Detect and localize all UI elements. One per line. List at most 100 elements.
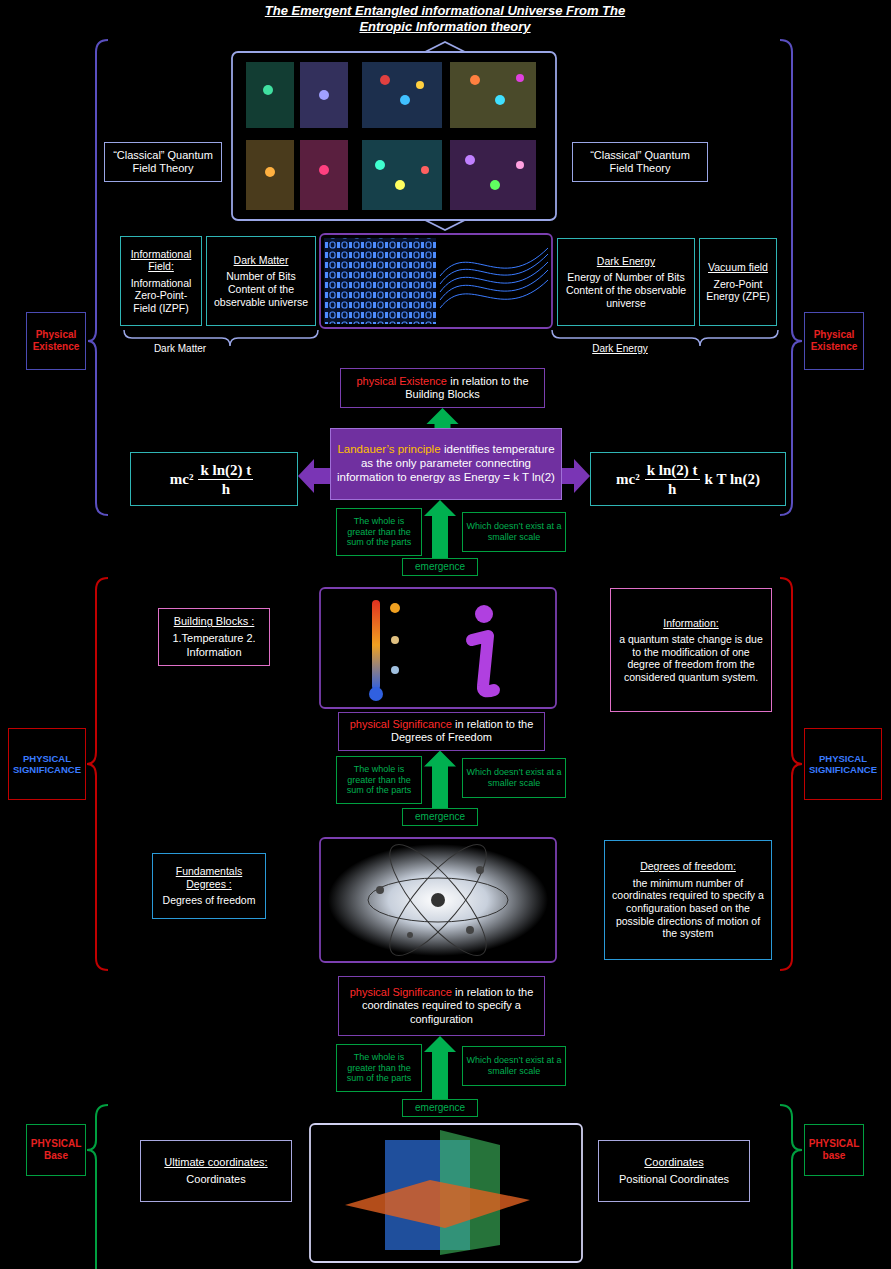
field-tiles [421, 166, 429, 174]
section-bracket [87, 1105, 802, 1269]
node-text: Coordinates [145, 1173, 287, 1186]
section-bracket [87, 578, 108, 970]
atom-illustration [376, 832, 500, 968]
section-label: PHYSICAL SIGNIFICANCE [8, 728, 86, 800]
node-content: “Classical” Quantum Field Theory [577, 149, 703, 175]
note-box: The whole is greater than the sum of the… [336, 508, 422, 556]
degrees-box: Fundamentals Degrees : Degrees of freedom [152, 853, 266, 919]
field-tiles [300, 140, 348, 210]
node-text: mc² [170, 470, 194, 488]
field-tiles [516, 74, 524, 82]
node-text: PHYSICAL SIGNIFICANCE [808, 753, 878, 776]
section-bracket [780, 40, 802, 515]
block-arrow [424, 500, 456, 558]
section-bracket [88, 40, 108, 515]
formula-box: mc²k ln(2) thk T ln(2) [590, 452, 786, 506]
node-text: mc² [616, 470, 640, 488]
image-frame [425, 220, 465, 230]
section-bracket [87, 1105, 108, 1269]
diagram-title: The Emergent Entangled informational Uni… [262, 3, 628, 36]
node-content: The whole is greater than the sum of the… [340, 764, 418, 796]
field-box: Informational Field: Informational Zero-P… [120, 236, 202, 326]
node-text: Physical Existence [808, 329, 860, 353]
image-frame [425, 42, 465, 52]
node-text: Energy of Number of Bits Content of the … [561, 271, 691, 309]
note-box: Which doesn’t exist at a smaller scale [462, 758, 566, 798]
section-label: PHYSICAL Base [26, 1124, 86, 1176]
group-brace [124, 330, 318, 346]
binary-illustration [324, 238, 436, 324]
block-arrow [424, 751, 456, 809]
emergence-box: emergence [402, 558, 478, 576]
node-text: PHYSICAL SIGNIFICANCE [12, 753, 82, 776]
matter-box: Dark MatterNumber of Bits Content of the… [206, 236, 316, 326]
group-brace [552, 330, 778, 346]
node-content: Ultimate coordinates:Coordinates [145, 1156, 287, 1186]
node-text: Informational Field: [124, 248, 198, 273]
node-content: emergence [404, 1102, 476, 1114]
node-text: a quantum state change is due to the mod… [616, 633, 766, 683]
theory-box: “Classical” Quantum Field Theory [572, 142, 708, 182]
node-text: Vacuum field [703, 261, 773, 274]
paragraph: physical Significancein relation to the … [343, 718, 540, 744]
node-text: The whole is greater than the sum of the… [340, 764, 418, 796]
note-box: Which doesn’t exist at a smaller scale [462, 1046, 566, 1086]
section-label: Physical Existence [26, 312, 86, 370]
node-text: Degrees of freedom [157, 894, 261, 907]
field-tiles [450, 140, 536, 210]
field-tiles [465, 155, 475, 165]
node-content: emergence [404, 561, 476, 573]
node-text: emergence [404, 1102, 476, 1114]
field-tiles [380, 75, 390, 85]
node-text: emergence [404, 811, 476, 823]
paragraph: Landauer’s principleidentifies temperatu… [336, 443, 556, 484]
node-text: k T ln(2) [705, 470, 760, 488]
coordinates-box: CoordinatesPositional Coordinates [598, 1140, 750, 1202]
node-content: physical Significancein relation to the … [343, 718, 540, 744]
node-text: k ln(2) t [198, 461, 253, 480]
field-tiles [490, 180, 500, 190]
node-content: Vacuum fieldZero-Point Energy (ZPE) [703, 261, 773, 303]
node-content: CoordinatesPositional Coordinates [603, 1156, 745, 1186]
field-tiles [246, 140, 294, 210]
node-content: Physical Existence [30, 329, 82, 353]
node-text: Which doesn’t exist at a smaller scale [466, 521, 562, 543]
section-label: PHYSICAL SIGNIFICANCE [804, 728, 882, 800]
thermometer-icon [390, 603, 400, 613]
block-arrow [427, 408, 459, 428]
node-content: Informational Field: Informational Zero-P… [124, 248, 198, 315]
node-text: h [222, 480, 230, 498]
paragraph: physical Significancein relation to the … [343, 986, 540, 1026]
section-label: PHYSICAL base [804, 1124, 864, 1176]
definition-box: Degrees of freedom:the minimum number of… [604, 840, 772, 960]
node-content: physical Significancein relation to the … [343, 986, 540, 1026]
node-content: Which doesn’t exist at a smaller scale [466, 767, 562, 789]
node-text: h [668, 480, 676, 498]
node-content: Fundamentals Degrees : Degrees of freedom [157, 865, 261, 907]
node-text: Zero-Point Energy (ZPE) [703, 278, 773, 303]
wave-illustration [440, 248, 548, 276]
brace-label: Dark Matter [140, 343, 220, 354]
node-text: PHYSICAL base [808, 1138, 860, 1162]
node-content: physical Existencein relation to the Bui… [345, 375, 540, 401]
field-tiles [495, 95, 505, 105]
node-text: Building Blocks : [163, 615, 265, 628]
image-frame [320, 588, 556, 708]
node-text: Informational Zero-Point-Field (IZPF) [124, 277, 198, 315]
field-tiles [450, 62, 536, 128]
node-text: Degrees of freedom: [609, 860, 767, 873]
image-frame [320, 234, 556, 962]
formula: mc²k ln(2) th [135, 461, 293, 498]
image-frame [320, 838, 556, 962]
brace-label: Dark Energy [580, 343, 660, 354]
section-label: Physical Existence [804, 312, 864, 370]
node-text: physical Significance [350, 718, 452, 730]
wave-illustration [440, 280, 548, 308]
node-content: Dark MatterNumber of Bits Content of the… [210, 254, 312, 308]
image-frame [320, 234, 552, 328]
energy-box: Dark EnergyEnergy of Number of Bits Cont… [557, 238, 695, 326]
field-tiles [416, 81, 424, 89]
section-bracket [87, 578, 802, 970]
definition-box: Information:a quantum state change is du… [610, 588, 772, 712]
node-text: Fundamentals Degrees : [157, 865, 261, 890]
